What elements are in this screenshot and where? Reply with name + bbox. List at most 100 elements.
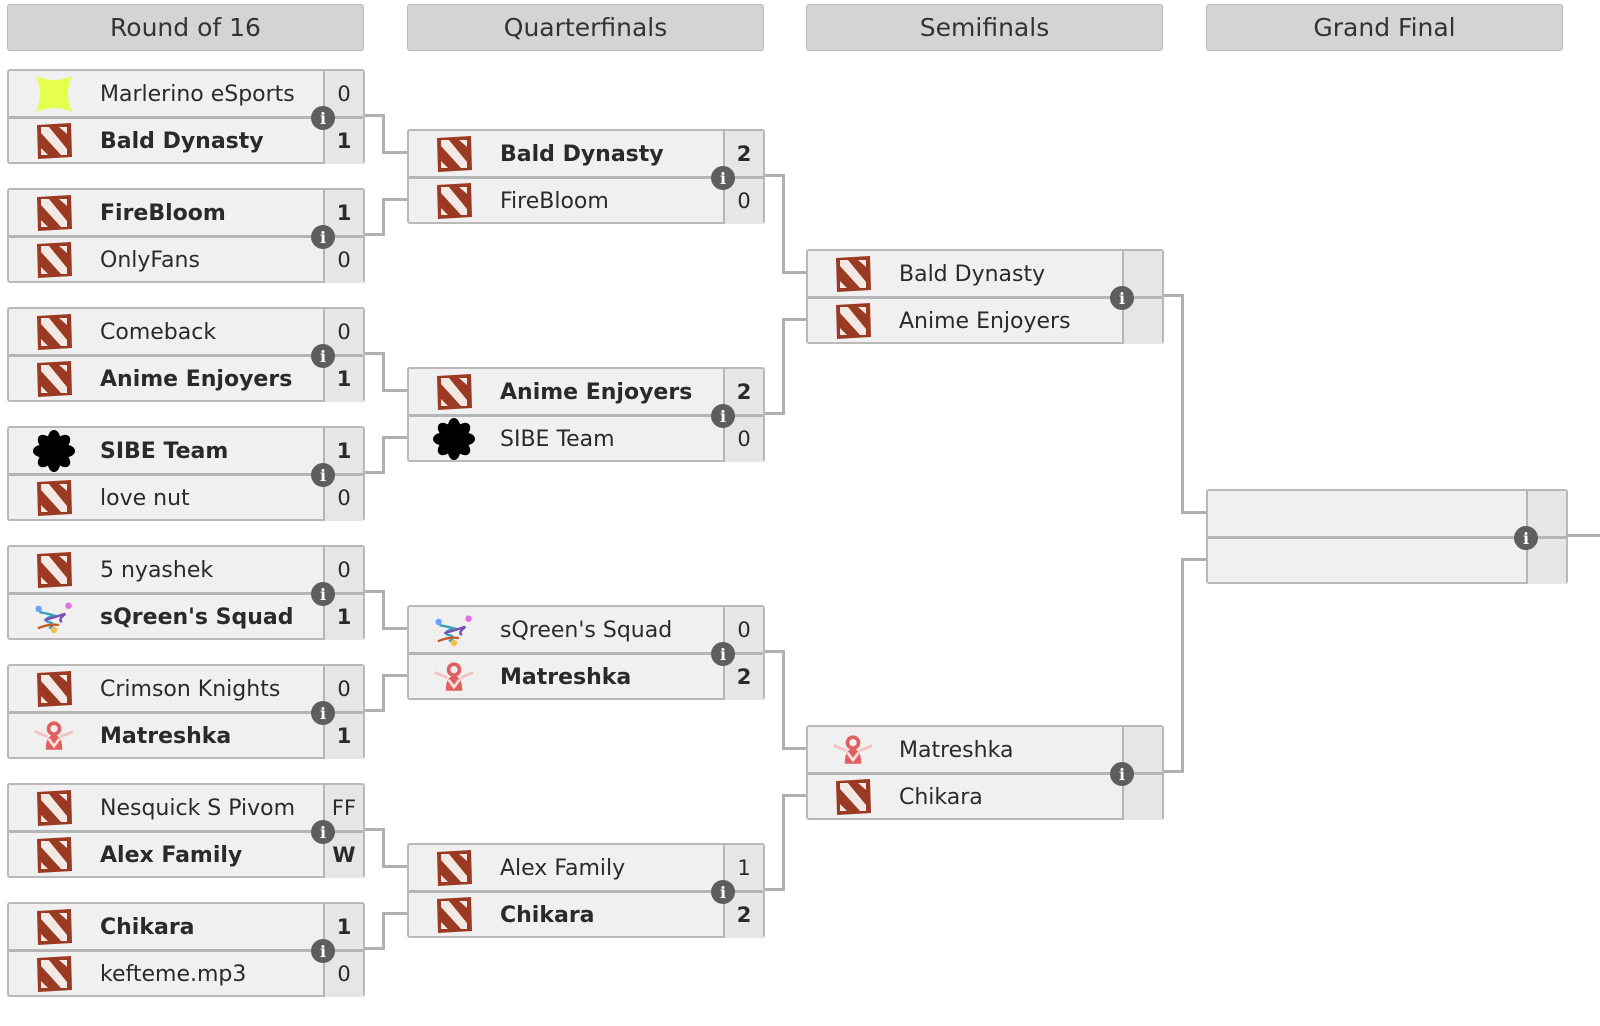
team-name: Nesquick S Pivom xyxy=(100,795,296,821)
bracket-connector-line xyxy=(382,198,385,236)
bracket-connector-line xyxy=(382,352,385,392)
match-info-icon[interactable]: i xyxy=(711,642,735,666)
bracket-connector-line xyxy=(1164,770,1184,773)
team-score: 0 xyxy=(323,951,363,997)
match-info-icon[interactable]: i xyxy=(711,880,735,904)
round-header-round-of-16: Round of 16 xyxy=(7,4,364,51)
match-info-icon[interactable]: i xyxy=(311,820,335,844)
dota-logo-icon xyxy=(33,789,75,827)
dota-logo-icon xyxy=(33,313,75,351)
team-row[interactable]: sQreen's Squad 1 xyxy=(9,594,363,640)
match-info-icon[interactable]: i xyxy=(311,582,335,606)
match-info-icon[interactable]: i xyxy=(711,404,735,428)
row-divider xyxy=(808,772,1162,775)
dota-logo-icon xyxy=(433,135,475,173)
match-gf-1[interactable]: i xyxy=(1206,489,1568,584)
team-name: SIBE Team xyxy=(100,438,229,464)
team-name: Chikara xyxy=(500,902,595,928)
row-divider xyxy=(409,414,763,417)
dota-logo-icon xyxy=(33,551,75,589)
team-name: SIBE Team xyxy=(500,426,615,452)
bracket-connector-line xyxy=(365,233,385,236)
team-row[interactable]: Chikara xyxy=(808,774,1162,820)
round-header-grand-final: Grand Final xyxy=(1206,4,1563,51)
match-info-icon[interactable]: i xyxy=(311,225,335,249)
team-name: sQreen's Squad xyxy=(100,604,294,630)
matreshka-logo-icon xyxy=(33,717,75,755)
match-info-icon[interactable]: i xyxy=(311,106,335,130)
sqreens-squad-logo-icon xyxy=(33,598,75,636)
row-divider xyxy=(9,235,363,238)
row-divider xyxy=(409,652,763,655)
match-info-icon[interactable]: i xyxy=(311,463,335,487)
team-name: Bald Dynasty xyxy=(500,141,664,167)
match-info-icon[interactable]: i xyxy=(311,701,335,725)
team-name: FireBloom xyxy=(500,188,609,214)
bracket-connector-line xyxy=(382,436,385,474)
team-score: 1 xyxy=(323,594,363,640)
bracket-connector-line xyxy=(382,674,385,712)
bracket-connector-line xyxy=(365,352,385,355)
team-name: love nut xyxy=(100,485,190,511)
team-row[interactable] xyxy=(1208,491,1566,537)
dota-logo-icon xyxy=(33,955,75,993)
team-name: OnlyFans xyxy=(100,247,200,273)
row-divider xyxy=(808,296,1162,299)
team-row[interactable] xyxy=(1208,538,1566,584)
row-divider xyxy=(9,830,363,833)
team-row[interactable]: Matreshka xyxy=(808,727,1162,773)
match-info-icon[interactable]: i xyxy=(311,344,335,368)
team-row[interactable]: Anime Enjoyers xyxy=(808,298,1162,344)
match-info-icon[interactable]: i xyxy=(311,939,335,963)
team-name: Anime Enjoyers xyxy=(100,366,293,392)
match-info-icon[interactable]: i xyxy=(1514,526,1538,550)
bracket-connector-line xyxy=(382,151,407,154)
team-row[interactable]: Bald Dynasty xyxy=(808,251,1162,297)
match-info-icon[interactable]: i xyxy=(1110,762,1134,786)
row-divider xyxy=(9,473,363,476)
match-info-icon[interactable]: i xyxy=(711,166,735,190)
dota-logo-icon xyxy=(832,302,874,340)
bracket-connector-line xyxy=(1181,558,1206,561)
match-info-icon[interactable]: i xyxy=(1110,286,1134,310)
bracket-connector-line xyxy=(382,865,407,868)
dota-logo-icon xyxy=(33,360,75,398)
